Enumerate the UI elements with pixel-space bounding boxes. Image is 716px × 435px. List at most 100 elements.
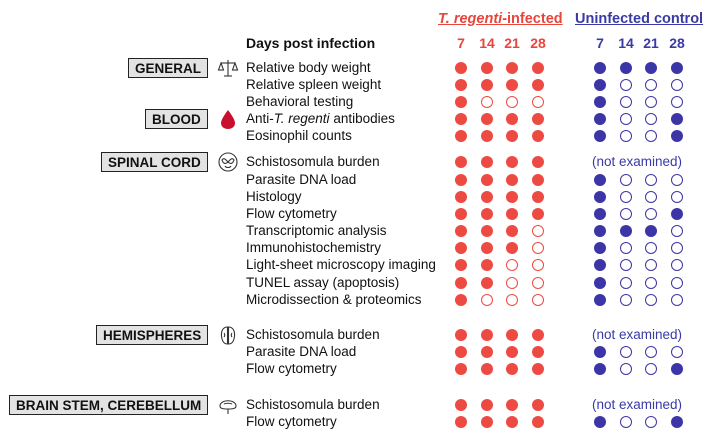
infected-measured-dot — [532, 329, 544, 341]
measurement-label: Schistosomula burden — [246, 397, 380, 412]
uninfected-measured-dot — [594, 62, 606, 74]
uninfected-measured-dot — [620, 62, 632, 74]
infected-not-measured-dot — [532, 225, 544, 237]
infected-measured-dot — [481, 62, 493, 74]
uninfected-not-measured-dot — [645, 113, 657, 125]
measurement-label: Microdissection & proteomics — [246, 292, 422, 307]
uninfected-not-measured-dot — [645, 130, 657, 142]
measurement-label: Immunohistochemistry — [246, 240, 382, 255]
not-examined-note: (not examined) — [592, 327, 683, 342]
infected-measured-dot — [506, 346, 518, 358]
measurement-label: Flow cytometry — [246, 361, 337, 376]
uninfected-not-measured-dot — [620, 294, 632, 306]
infected-measured-dot — [506, 208, 518, 220]
blood-drop-icon — [217, 108, 239, 130]
infected-measured-dot — [532, 416, 544, 428]
infected-measured-dot — [532, 156, 544, 168]
measurement-label: Anti-T. regenti antibodies — [246, 111, 395, 127]
uninfected-measured-dot — [594, 277, 606, 289]
infected-not-measured-dot — [506, 277, 518, 289]
infected-not-measured-dot — [532, 96, 544, 108]
spinal-cord-section-icon — [217, 151, 239, 173]
infected-measured-dot — [532, 399, 544, 411]
infected-measured-dot — [455, 242, 467, 254]
uninfected-not-measured-dot — [620, 208, 632, 220]
infected-measured-dot — [455, 416, 467, 428]
label-prefix: Anti- — [246, 111, 274, 126]
infected-day-label: 28 — [530, 35, 546, 51]
infected-measured-dot — [506, 399, 518, 411]
uninfected-not-measured-dot — [645, 96, 657, 108]
uninfected-not-measured-dot — [671, 242, 683, 254]
infected-measured-dot — [506, 363, 518, 375]
infected-not-measured-dot — [506, 96, 518, 108]
infected-measured-dot — [506, 79, 518, 91]
infected-not-measured-dot — [532, 277, 544, 289]
infected-not-measured-dot — [532, 259, 544, 271]
infected-measured-dot — [455, 191, 467, 203]
uninfected-not-measured-dot — [620, 174, 632, 186]
uninfected-measured-dot — [594, 79, 606, 91]
uninfected-measured-dot — [594, 294, 606, 306]
uninfected-not-measured-dot — [645, 416, 657, 428]
infected-measured-dot — [532, 363, 544, 375]
section-header-box: BLOOD — [145, 109, 208, 129]
uninfected-not-measured-dot — [645, 191, 657, 203]
infected-measured-dot — [532, 191, 544, 203]
measurement-label: Relative body weight — [246, 60, 371, 75]
not-examined-note: (not examined) — [592, 154, 683, 169]
infected-measured-dot — [532, 130, 544, 142]
infected-measured-dot — [506, 174, 518, 186]
measurement-label: Behavioral testing — [246, 94, 354, 109]
infected-measured-dot — [455, 62, 467, 74]
infected-measured-dot — [455, 79, 467, 91]
uninfected-not-measured-dot — [671, 174, 683, 186]
infected-measured-dot — [455, 277, 467, 289]
uninfected-measured-dot — [594, 208, 606, 220]
infected-measured-dot — [455, 259, 467, 271]
infected-measured-dot — [506, 113, 518, 125]
uninfected-measured-dot — [594, 191, 606, 203]
uninfected-measured-dot — [594, 225, 606, 237]
infected-measured-dot — [506, 62, 518, 74]
infected-measured-dot — [481, 225, 493, 237]
uninfected-not-measured-dot — [620, 113, 632, 125]
uninfected-measured-dot — [671, 62, 683, 74]
infected-group-header: T. regenti-infected — [438, 11, 563, 27]
balance-scale-icon — [217, 57, 239, 79]
infected-measured-dot — [481, 191, 493, 203]
infected-measured-dot — [481, 156, 493, 168]
label-suffix: antibodies — [329, 111, 395, 126]
uninfected-not-measured-dot — [620, 259, 632, 271]
infected-measured-dot — [532, 208, 544, 220]
infected-not-measured-dot — [506, 259, 518, 271]
uninfected-measured-dot — [671, 130, 683, 142]
infected-measured-dot — [481, 208, 493, 220]
uninfected-not-measured-dot — [620, 79, 632, 91]
infected-measured-dot — [481, 399, 493, 411]
uninfected-not-measured-dot — [620, 130, 632, 142]
infected-measured-dot — [481, 174, 493, 186]
infected-measured-dot — [506, 242, 518, 254]
uninfected-not-measured-dot — [645, 259, 657, 271]
uninfected-not-measured-dot — [645, 346, 657, 358]
uninfected-measured-dot — [594, 363, 606, 375]
uninfected-measured-dot — [671, 208, 683, 220]
infected-measured-dot — [455, 174, 467, 186]
uninfected-not-measured-dot — [671, 225, 683, 237]
infected-measured-dot — [506, 130, 518, 142]
infected-measured-dot — [455, 363, 467, 375]
uninfected-day-label: 14 — [618, 35, 634, 51]
infected-measured-dot — [481, 416, 493, 428]
section-header-box: SPINAL CORD — [101, 152, 208, 172]
measurement-label: Parasite DNA load — [246, 344, 357, 359]
infected-day-label: 21 — [504, 35, 520, 51]
infected-day-label: 7 — [457, 35, 465, 51]
infected-measured-dot — [532, 79, 544, 91]
uninfected-not-measured-dot — [645, 294, 657, 306]
uninfected-not-measured-dot — [620, 277, 632, 289]
measurement-label: TUNEL assay (apoptosis) — [246, 275, 400, 290]
uninfected-day-label: 7 — [596, 35, 604, 51]
uninfected-measured-dot — [671, 416, 683, 428]
infected-not-measured-dot — [506, 294, 518, 306]
